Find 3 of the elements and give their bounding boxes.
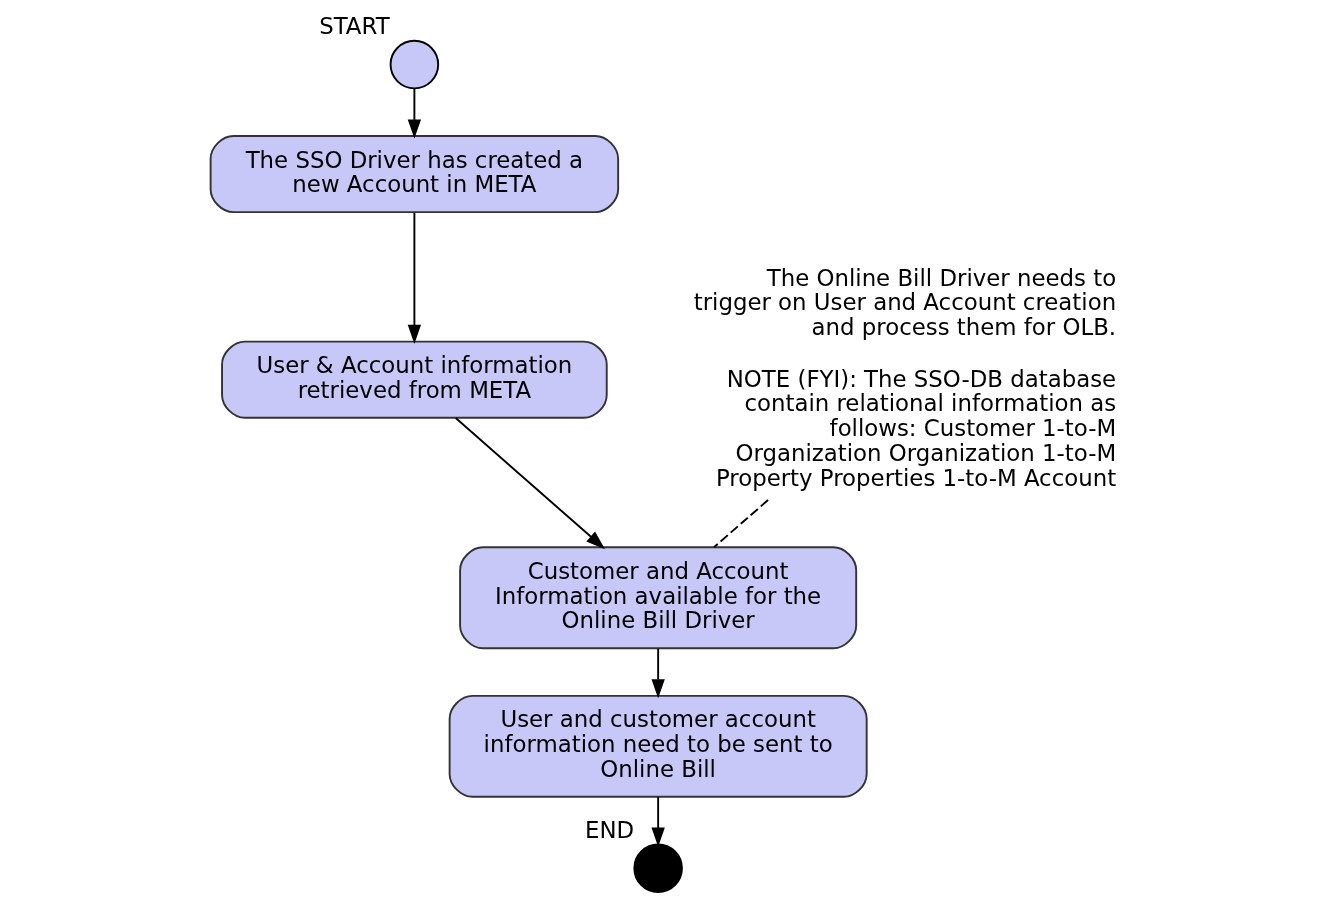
node-label: START [319, 13, 390, 40]
node-label: END [585, 816, 635, 843]
node-text: The Online Bill Driver needs to trigger on User and Account creation and process them for OLB. NOTE (FYI): The SSO-DB database contain relational information as follows: Customer 1-to-M Organization Organization 1-to-M Property Properties 1-to-M Account [693, 264, 1117, 491]
